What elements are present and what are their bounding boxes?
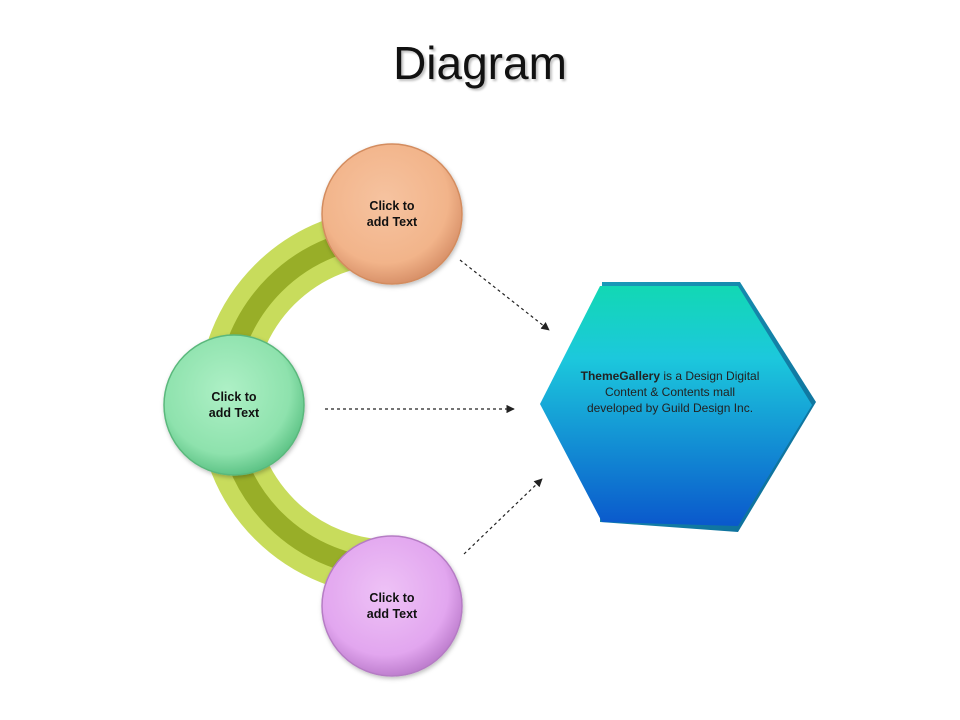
node-top[interactable]: Click to add Text xyxy=(321,143,463,285)
hexagon-description: is a Design Digital Content & Contents m… xyxy=(586,369,760,415)
node-middle-line1: Click to xyxy=(211,390,257,404)
hexagon-face xyxy=(540,286,812,526)
node-middle[interactable]: Click to add Text xyxy=(163,334,305,476)
node-middle-line2: add Text xyxy=(209,406,260,420)
node-middle-circle xyxy=(163,334,305,476)
hexagon-brand: ThemeGallery xyxy=(580,369,660,383)
arrow-top xyxy=(459,259,550,331)
arrow-bottom xyxy=(463,478,543,555)
hexagon-shape[interactable] xyxy=(540,282,816,532)
node-top-line2: add Text xyxy=(367,215,418,229)
node-bottom-circle xyxy=(321,535,463,677)
slide-title[interactable]: Diagram xyxy=(393,37,567,89)
hexagon-text[interactable]: ThemeGallery is a Design Digital Content… xyxy=(580,368,760,416)
node-top-circle xyxy=(321,143,463,285)
connector-arrows xyxy=(325,259,550,555)
node-bottom-line1: Click to xyxy=(369,591,415,605)
node-top-line1: Click to xyxy=(369,199,415,213)
node-bottom-line2: add Text xyxy=(367,607,418,621)
node-bottom[interactable]: Click to add Text xyxy=(321,535,463,677)
